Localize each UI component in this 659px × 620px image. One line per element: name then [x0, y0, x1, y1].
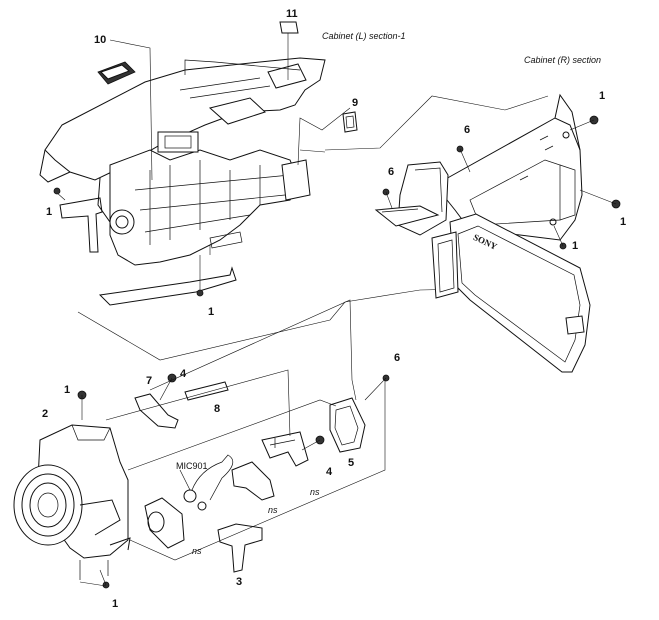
part-label-9: 9	[352, 97, 359, 109]
part-11-shape	[279, 21, 299, 34]
part-label-4-lower: 4	[326, 466, 333, 478]
cabinet-r-caption: Cabinet (R) section	[524, 55, 602, 65]
part-9-shape	[342, 111, 358, 133]
note-ns-1: ns	[268, 505, 278, 515]
part-label-11: 11	[286, 8, 298, 20]
part-label-6-upper: 6	[464, 124, 471, 136]
part-label-1-center: 1	[208, 306, 215, 318]
part-label-1-lower-right: 1	[572, 240, 579, 252]
part-label-8: 8	[214, 403, 221, 415]
cabinet-l-chassis	[39, 57, 326, 306]
cabinet-l-caption: Cabinet (L) section-1	[322, 31, 406, 41]
screws-right	[382, 115, 621, 250]
part-label-10: 10	[94, 34, 107, 46]
part-label-mic901: MIC901	[176, 461, 208, 471]
part-label-1-bottom: 1	[112, 598, 119, 610]
note-ns-2: ns	[310, 487, 320, 497]
part-label-6-middle: 6	[388, 166, 395, 178]
note-ns-3: ns	[192, 546, 202, 556]
part-label-5: 5	[348, 457, 355, 469]
part-label-6-lower: 6	[394, 352, 401, 364]
lower-parts	[77, 373, 390, 589]
part-10-shape	[97, 61, 136, 85]
part-label-2: 2	[42, 408, 49, 420]
part-label-1-left: 1	[46, 206, 53, 218]
part-label-1-right: 1	[620, 216, 627, 228]
part-label-1-top-right: 1	[599, 90, 606, 102]
screws-upper	[53, 187, 204, 297]
part-label-3: 3	[236, 576, 243, 588]
lens-block	[13, 424, 131, 580]
part-label-1-lens: 1	[64, 384, 71, 396]
part-label-7: 7	[146, 375, 153, 387]
cabinet-r-assembly	[374, 93, 591, 373]
part-label-4-upper: 4	[180, 368, 187, 380]
leader-lines-lower	[79, 299, 387, 587]
